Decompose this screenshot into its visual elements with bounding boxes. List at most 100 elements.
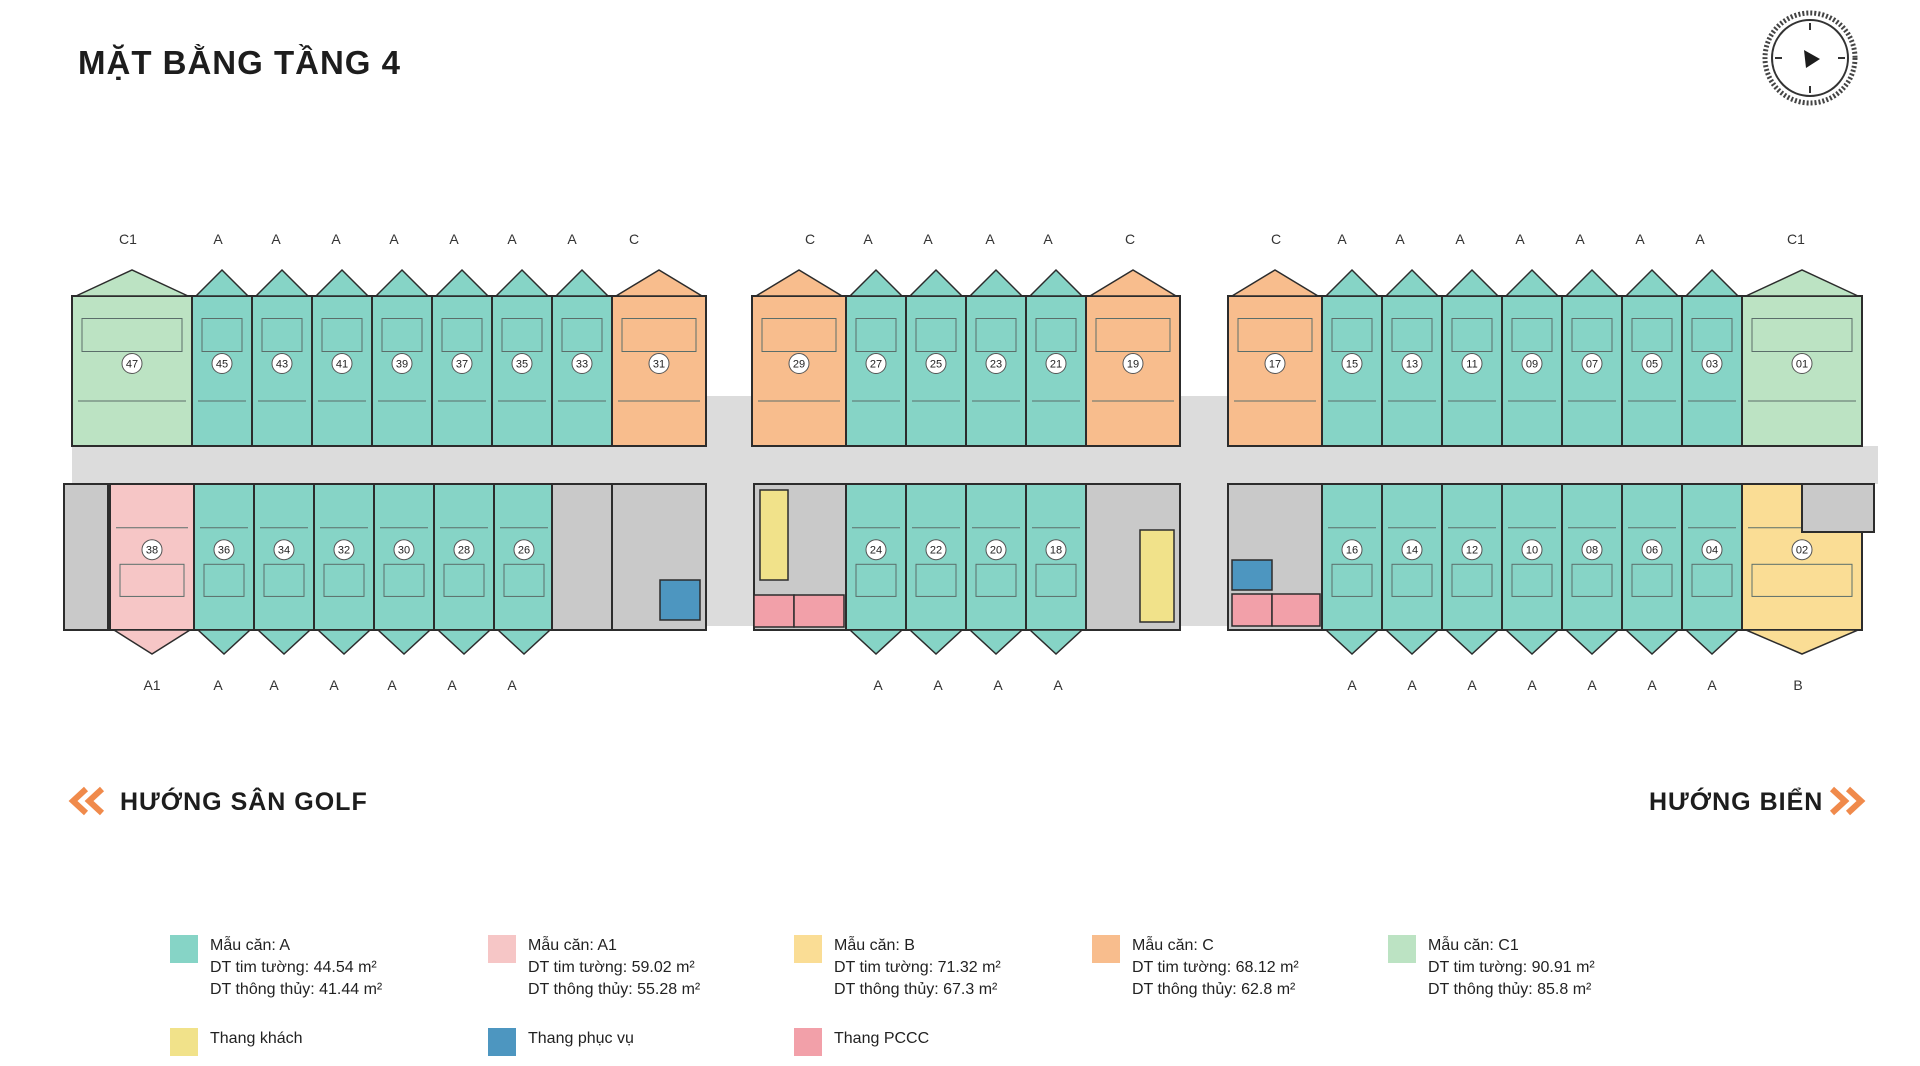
unit-12-bay-window (1444, 629, 1500, 656)
corridor-link (1180, 396, 1228, 626)
unit-11-bedroom (1451, 318, 1493, 352)
bottom-unit-type-label: A (1527, 677, 1537, 693)
legend-text: Thang khách (210, 1028, 303, 1050)
unit-number: 20 (990, 545, 1002, 557)
unit-27-bedroom (855, 318, 897, 352)
unit-26-bedroom (503, 563, 545, 597)
top-unit-type-label: A (567, 231, 577, 247)
legend-line2: DT thông thủy: 67.3 m² (834, 981, 998, 998)
unit-number: 36 (218, 545, 230, 557)
unit-18: 18 (1025, 483, 1087, 656)
legend-name: Mẫu căn: A (210, 937, 291, 954)
service-lift (659, 579, 701, 621)
unit-04: 04 (1681, 483, 1743, 656)
bottom-unit-type-label: A (1467, 677, 1477, 693)
top-unit-type-label: A (1395, 231, 1405, 247)
unit-10-bay-window (1504, 629, 1560, 656)
unit-22-bedroom (915, 563, 957, 597)
unit-26: 26 (493, 483, 555, 656)
top-unit-type-label: A (449, 231, 459, 247)
legend-swatch (1388, 935, 1416, 963)
unit-number: 15 (1346, 359, 1358, 371)
unit-32-bedroom (323, 563, 365, 597)
corridor-link (706, 396, 754, 626)
unit-16-bedroom (1331, 563, 1373, 597)
unit-number: 16 (1346, 545, 1358, 557)
unit-35-bedroom (501, 318, 543, 352)
unit-13-bay-window (1384, 268, 1440, 297)
unit-number: 22 (930, 545, 942, 557)
legend-line2: DT thông thủy: 55.28 m² (528, 981, 701, 998)
top-unit-type-label: C (1271, 231, 1281, 247)
bottom-unit-type-label: A (507, 677, 517, 693)
legend-line2: DT thông thủy: 62.8 m² (1132, 981, 1296, 998)
unit-08-fill (1561, 483, 1623, 631)
legend-swatch (1092, 935, 1120, 963)
unit-01-bay-window (1745, 269, 1859, 297)
unit-24-bay-window (848, 629, 904, 656)
unit-43-bay-window (254, 268, 310, 297)
unit-number: 38 (146, 545, 158, 557)
unit-23-bedroom (975, 318, 1017, 352)
unit-07-bedroom (1571, 318, 1613, 352)
fire-lift (793, 594, 845, 628)
right-double-chevron-icon (1826, 786, 1868, 821)
bottom-unit-type-label: A (933, 677, 943, 693)
unit-10-badge (1521, 539, 1543, 561)
unit-15-bay-window (1324, 268, 1380, 297)
unit-31-bay-window (613, 269, 705, 297)
bottom-unit-type-label: A (873, 677, 883, 693)
unit-30-bedroom (383, 563, 425, 597)
unit-15: 15 (1321, 268, 1383, 447)
unit-number: 17 (1269, 359, 1281, 371)
unit-number: 10 (1526, 545, 1538, 557)
legend-name: Thang PCCC (834, 1030, 930, 1047)
fire-lift (1231, 593, 1273, 627)
unit-25-bedroom (915, 318, 957, 352)
unit-22-bay-window (908, 629, 964, 656)
unit-number: 05 (1646, 359, 1658, 371)
unit-31-bedroom (621, 318, 697, 352)
unit-12-badge (1461, 539, 1483, 561)
top-unit-type-label: A (985, 231, 995, 247)
unit-27: 27 (845, 268, 907, 447)
unit-27-bay-window (848, 268, 904, 297)
unit-number: 06 (1646, 545, 1658, 557)
unit-05-bay-window (1624, 268, 1680, 297)
unit-02-bedroom (1751, 563, 1853, 597)
unit-06-bedroom (1631, 563, 1673, 597)
top-unit-type-label: A (1043, 231, 1053, 247)
unit-03-badge (1701, 353, 1723, 374)
bottom-unit-type-label: A (1647, 677, 1657, 693)
unit-36-bedroom (203, 563, 245, 597)
unit-20-bedroom (975, 563, 1017, 597)
unit-05: 05 (1621, 268, 1683, 447)
unit-30-badge (393, 539, 415, 561)
unit-11-badge (1461, 353, 1483, 374)
unit-39-badge (391, 353, 413, 374)
unit-45-bay-window (194, 268, 250, 297)
unit-27-badge (865, 353, 887, 374)
unit-05-bedroom (1631, 318, 1673, 352)
corridor (72, 446, 1878, 484)
unit-01: 01 (1741, 269, 1863, 447)
legend-line1: DT tim tường: 68.12 m² (1132, 959, 1299, 976)
bottom-unit-type-label: A (213, 677, 223, 693)
unit-47-bay-window (75, 269, 189, 297)
unit-22: 22 (905, 483, 967, 656)
left-double-chevron-icon (66, 786, 108, 821)
page-title: MẶT BẰNG TẦNG 4 (78, 44, 401, 81)
unit-25-bay-window (908, 268, 964, 297)
unit-number: 43 (276, 359, 288, 371)
compass-icon (1762, 10, 1858, 106)
unit-26-bay-window (496, 629, 552, 656)
unit-47-badge (121, 353, 143, 374)
direction-sea-label: HƯỚNG BIỂN (1649, 788, 1824, 816)
bottom-unit-type-label: B (1793, 677, 1802, 693)
top-unit-type-label: A (271, 231, 281, 247)
legend-name: Thang phục vụ (528, 1030, 634, 1047)
unit-number: 45 (216, 359, 228, 371)
core-block (551, 483, 613, 631)
